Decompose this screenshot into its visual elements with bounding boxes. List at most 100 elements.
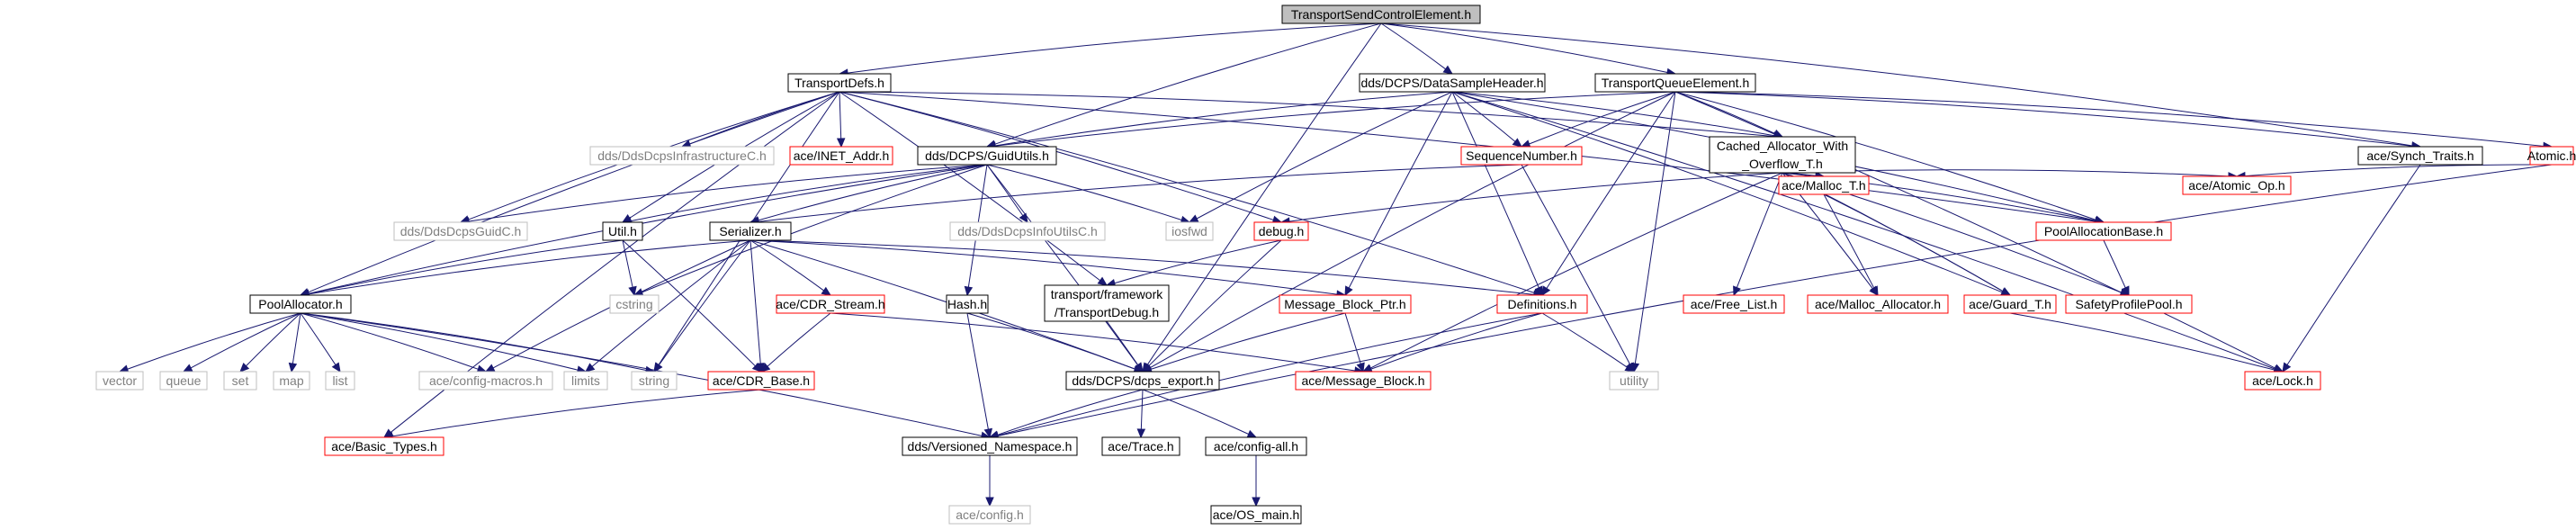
edge-root-to-transportdefs [847,22,1382,74]
node-box [1279,294,1412,314]
node-label: dds/DdsDcpsGuidC.h [400,224,522,238]
node-label: ace/OS_main.h [1213,508,1300,522]
edge-guidutils-to-poolallocator [308,164,988,294]
edge-serializer-to-cdr_stream [749,239,824,292]
node-malloc-t[interactable]: ace/Malloc_T.h [1778,175,1870,195]
node-atomic[interactable]: Atomic.h [2527,146,2576,166]
node-box [776,294,885,314]
node-label: cstring [615,297,652,311]
node-string: string [631,371,678,391]
node-config-all[interactable]: ace/config-all.h [1205,436,1307,456]
node-dcps-export[interactable]: dds/DCPS/dcps_export.h [1065,371,1220,391]
edge-transportqueueelement-to-lock [1674,91,2276,369]
node-cdr-base[interactable]: ace/CDR_Base.h [707,371,815,391]
edge-hash-to-dcps_export [966,312,1135,370]
node-box [159,371,208,391]
node-infoutilsc: dds/DdsDcpsInfoUtilsC.h [949,221,1106,241]
node-definitions[interactable]: Definitions.h [1496,294,1588,314]
edge-serializer-to-cdr_base [749,239,761,364]
edge-cached_allocator-to-free_list [1736,172,1783,288]
node-box [2529,146,2574,166]
node-label: ace/config.h [956,508,1024,522]
node-label: ace/config-all.h [1214,439,1298,454]
node-guard-t[interactable]: ace/Guard_T.h [1963,294,2057,314]
edge-poolallocator-to-set [246,312,301,367]
node-lock[interactable]: ace/Lock.h [2244,371,2321,391]
edge-root-to-guidutils [994,22,1382,145]
node-label: string [639,373,669,388]
node-cstring: cstring [609,294,660,314]
node-cdr-stream[interactable]: ace/CDR_Stream.h [776,294,885,314]
node-box [324,436,444,456]
edge-message_block_ptr-to-message_block [1344,312,1361,364]
edge-util-to-poolallocator [308,239,624,294]
node-label: TransportDefs.h [794,76,884,90]
node-box [1594,73,1756,93]
edge-datasampleheader-to-message_block_ptr [1348,91,1453,289]
node-message-block-ptr[interactable]: Message_Block_Ptr.h [1279,294,1412,314]
node-debug[interactable]: debug.h [1253,221,1309,241]
node-safetyprofilepool[interactable]: SafetyProfilePool.h [2065,294,2193,314]
node-poolallocationbase[interactable]: PoolAllocationBase.h [2035,221,2172,241]
edge-poolallocationbase-to-safetyprofilepool [2103,239,2126,289]
node-serializer[interactable]: Serializer.h [709,221,792,241]
node-box [1253,221,1309,241]
node-label: ace/Malloc_T.h [1782,178,1865,193]
node-box [902,436,1078,456]
node-label: SequenceNumber.h [1466,148,1577,163]
node-datasampleheader[interactable]: dds/DCPS/DataSampleHeader.h [1359,73,1546,93]
node-message-block[interactable]: ace/Message_Block.h [1295,371,1432,391]
node-inet-addr[interactable]: ace/INET_Addr.h [789,146,893,166]
node-box [2035,221,2172,241]
node-label: ace/Lock.h [2252,373,2313,388]
node-label: Message_Block_Ptr.h [1284,297,1405,311]
node-hash[interactable]: Hash.h [946,294,989,314]
node-synch-traits[interactable]: ace/Synch_Traits.h [2357,146,2483,166]
node-transportdebug[interactable]: transport/framework/TransportDebug.h [1044,284,1170,322]
node-label: PoolAllocationBase.h [2044,224,2163,238]
node-util[interactable]: Util.h [602,221,643,241]
node-atomic-op[interactable]: ace/Atomic_Op.h [2182,175,2292,195]
node-box [602,221,643,241]
node-poolallocator[interactable]: PoolAllocator.h [249,294,352,314]
node-box [563,371,608,391]
node-utility: utility [1609,371,1659,391]
node-os-main[interactable]: ace/OS_main.h [1210,505,1302,525]
node-sequencenumber[interactable]: SequenceNumber.h [1460,146,1583,166]
node-versioned-namespace[interactable]: dds/Versioned_Namespace.h [902,436,1078,456]
node-box [589,146,775,166]
edge-guidutils-to-serializer [758,164,988,221]
node-cached-allocator[interactable]: Cached_Allocator_With_Overflow_T.h [1709,136,1856,174]
node-box [393,221,528,241]
node-box [1295,371,1432,391]
node-label: map [279,373,303,388]
edge-poolallocator-to-limits [300,312,579,371]
edge-poolallocator-to-queue [190,312,301,369]
node-free-list[interactable]: ace/Free_List.h [1683,294,1785,314]
node-label: ace/Trace.h [1108,439,1173,454]
node-box [1460,146,1583,166]
node-transportdefs[interactable]: TransportDefs.h [787,73,892,93]
arrowhead-datasampleheader-to-definitions [1534,285,1543,297]
node-box [1496,294,1588,314]
node-malloc-allocator[interactable]: ace/Malloc_Allocator.h [1807,294,1949,314]
arrowhead-dcps_export-to-trace [1136,428,1146,439]
node-box [249,294,352,314]
node-box [709,221,792,241]
arrowhead-datasampleheader-to-message_block_ptr [1344,285,1353,297]
node-guidutils[interactable]: dds/DCPS/GuidUtils.h [917,146,1057,166]
node-basic-types[interactable]: ace/Basic_Types.h [324,436,444,456]
node-transportqueueelement[interactable]: TransportQueueElement.h [1594,73,1756,93]
node-trace[interactable]: ace/Trace.h [1101,436,1180,456]
node-infrastructurec: dds/DdsDcpsInfrastructureC.h [589,146,775,166]
node-box [948,505,1031,525]
node-label: list [332,373,347,388]
node-map: map [273,371,310,391]
edge-guidutils-to-guidc [468,164,988,222]
edge-poolallocator-to-versioned_namespace [300,312,983,436]
node-list: list [325,371,355,391]
node-box [1044,284,1170,322]
arrowhead-poolallocator-to-queue [182,364,193,373]
node-config-macros: ace/config-macros.h [418,371,553,391]
